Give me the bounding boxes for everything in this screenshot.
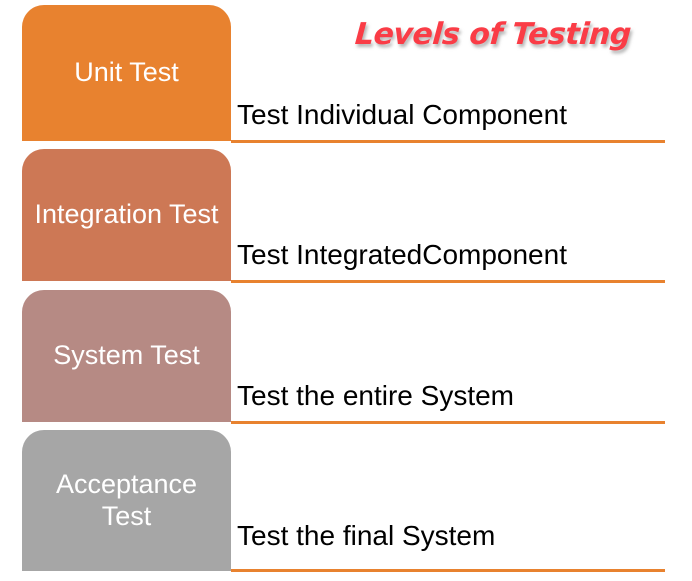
diagram-title: Levels of Testing bbox=[353, 17, 633, 52]
level-underline-unit-test bbox=[231, 140, 665, 143]
level-description-system-test: Test the entire System bbox=[237, 380, 515, 411]
level-box-acceptance-test[interactable]: Acceptance Test bbox=[22, 430, 231, 571]
level-description-acceptance-test: Test the final System bbox=[237, 520, 496, 551]
level-box-integration-test[interactable]: Integration Test bbox=[22, 149, 231, 281]
level-box-system-test[interactable]: System Test bbox=[22, 290, 231, 422]
level-description-integration-test: Test IntegratedComponent bbox=[237, 239, 567, 270]
level-description-unit-test: Test Individual Component bbox=[237, 99, 567, 130]
level-box-unit-test[interactable]: Unit Test bbox=[22, 5, 231, 141]
level-underline-acceptance-test bbox=[231, 569, 665, 572]
level-underline-system-test bbox=[231, 421, 665, 424]
level-underline-integration-test bbox=[231, 280, 665, 283]
